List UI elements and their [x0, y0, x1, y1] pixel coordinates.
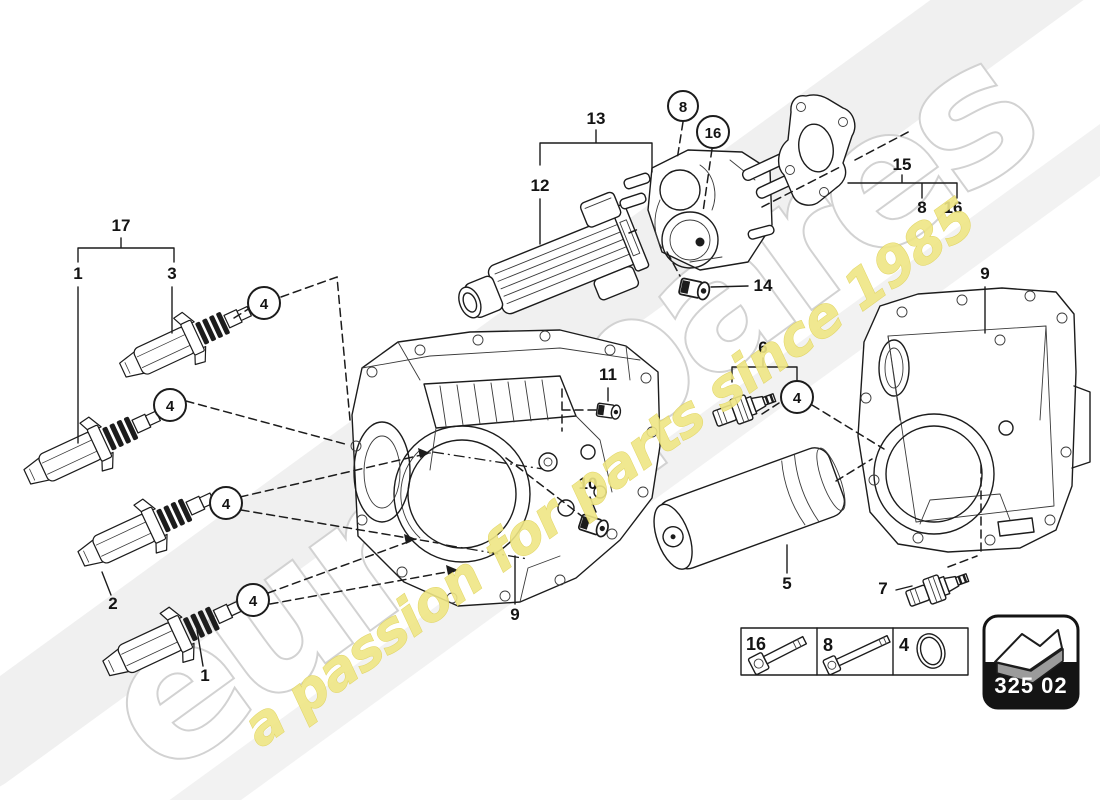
label-17: 17 — [112, 216, 131, 235]
o-ring-icon — [916, 633, 946, 669]
svg-text:4: 4 — [222, 496, 231, 513]
svg-text:4: 4 — [793, 390, 802, 407]
gasket — [777, 94, 856, 206]
socket-head-bolt-icon — [747, 635, 808, 676]
callout-circle-8: 8 — [667, 90, 699, 122]
svg-text:16: 16 — [705, 125, 722, 142]
label-2: 2 — [108, 594, 117, 613]
label-9-right: 9 — [980, 264, 989, 283]
circled-callouts: 8 16 4 4 4 4 4 — [153, 90, 814, 617]
callout-circle-4-b: 4 — [153, 388, 187, 422]
callout-circle-16: 16 — [696, 115, 730, 149]
svg-text:4: 4 — [166, 398, 175, 415]
legend-label-16: 16 — [746, 634, 766, 654]
accumulator — [653, 447, 846, 570]
label-1-bottom: 1 — [200, 666, 209, 685]
assembly-dashed-lines — [185, 121, 982, 605]
svg-text:4: 4 — [249, 593, 258, 610]
label-10: 10 — [579, 474, 598, 493]
legend-label-4: 4 — [899, 635, 909, 655]
housing-right — [857, 287, 1091, 553]
label-11: 11 — [599, 365, 617, 384]
label-16-under-15: 16 — [944, 198, 963, 217]
temperature-sensor-7 — [902, 564, 973, 613]
callout-circle-4-e: 4 — [780, 380, 814, 414]
page-code-badge: 325 02 — [982, 614, 1080, 710]
label-5: 5 — [782, 574, 791, 593]
label-12: 12 — [531, 176, 550, 195]
callout-circle-4-d: 4 — [236, 583, 270, 617]
label-14: 14 — [754, 276, 773, 295]
legend-label-8: 8 — [823, 635, 833, 655]
page-code-text: 325 02 — [994, 673, 1067, 698]
label-15: 15 — [893, 155, 912, 174]
label-9-left: 9 — [510, 605, 519, 624]
solenoid-valve-1-upper — [14, 389, 171, 503]
label-3: 3 — [167, 264, 176, 283]
callout-lines — [77, 129, 986, 667]
label-7: 7 — [878, 579, 887, 598]
motor — [458, 191, 650, 319]
svg-text:8: 8 — [679, 99, 687, 116]
label-8-under-15: 8 — [917, 198, 926, 217]
solenoid-valve-3 — [110, 285, 262, 396]
socket-head-bolt-long-icon — [822, 634, 891, 676]
callout-circle-4-a: 4 — [247, 286, 281, 320]
plug-11 — [595, 401, 623, 421]
label-1-top: 1 — [73, 264, 82, 283]
label-13: 13 — [587, 109, 606, 128]
callout-circle-4-c: 4 — [209, 486, 243, 520]
label-6: 6 — [758, 338, 767, 357]
direction-arrow-icon — [994, 629, 1064, 684]
svg-text:4: 4 — [260, 296, 269, 313]
housing-left — [350, 329, 661, 607]
part-number-labels: 17 1 3 13 12 15 8 16 9 14 11 6 10 5 7 9 … — [73, 109, 989, 685]
fasteners-legend: 16 8 4 — [740, 627, 969, 676]
